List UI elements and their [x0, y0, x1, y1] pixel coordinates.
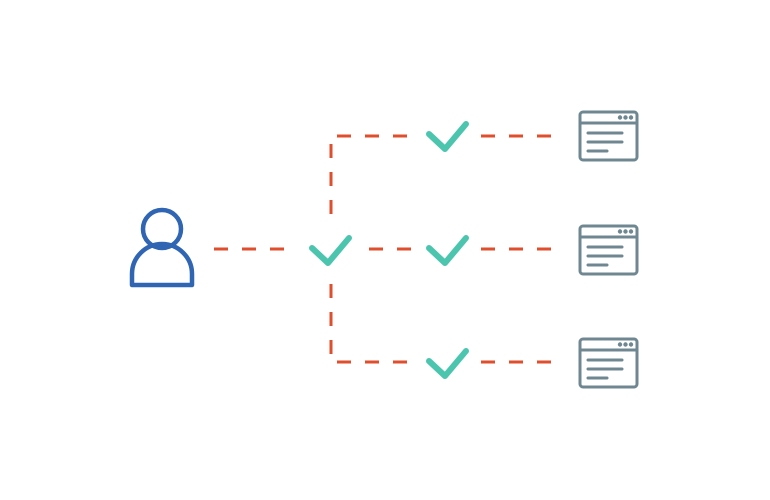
hub-check-icon	[309, 235, 352, 266]
bottom-browser-window-icon	[578, 337, 639, 389]
top-check-icon	[426, 121, 469, 152]
middle-check-icon	[426, 235, 469, 266]
connector-hub-to-top-check	[329, 134, 413, 214]
bottom-check-icon	[426, 348, 469, 379]
connector-hub-to-bottom-check	[329, 284, 413, 364]
middle-browser-window-icon	[578, 224, 639, 276]
top-browser-window-icon	[578, 110, 639, 162]
user-icon	[129, 207, 195, 288]
connectors	[214, 134, 552, 364]
